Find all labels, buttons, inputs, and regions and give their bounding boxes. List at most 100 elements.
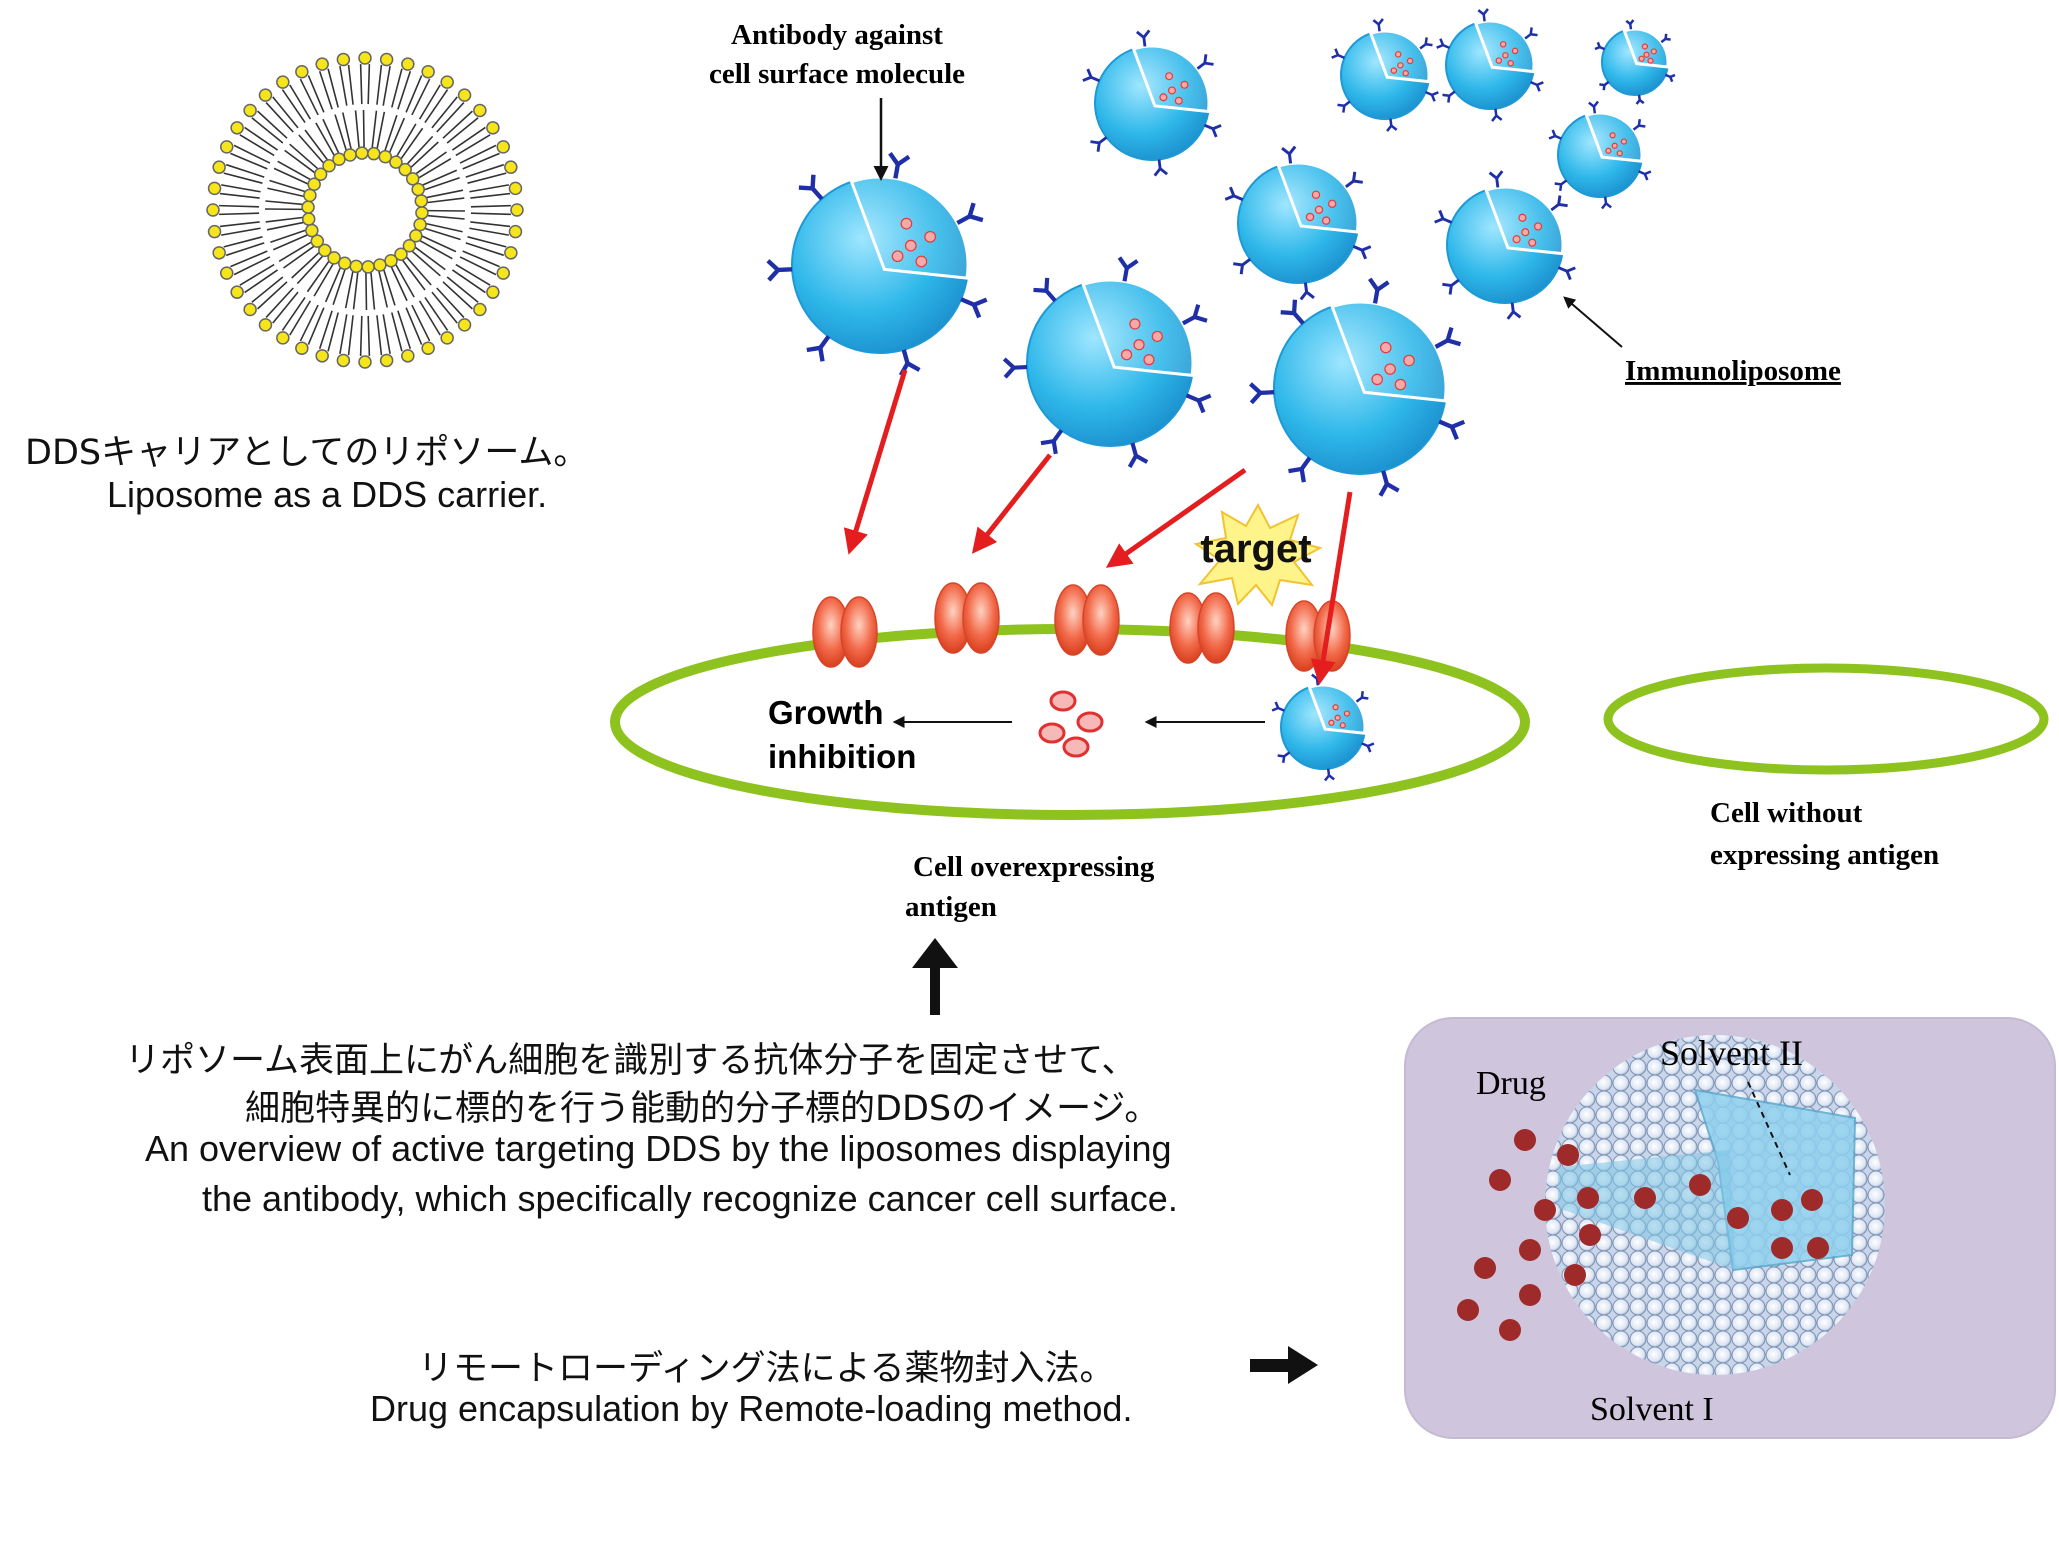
drug-dot (1771, 1237, 1793, 1259)
lipid-head (379, 52, 394, 67)
cell-without-antigen (1603, 663, 2049, 775)
antibody (1599, 80, 1610, 91)
antibody (1299, 282, 1315, 301)
immunoliposome-pointer (1563, 296, 1623, 348)
lipid-head (313, 167, 328, 181)
drug-dot (1564, 1264, 1586, 1286)
target-burst (1193, 502, 1323, 608)
antibody (1530, 80, 1544, 92)
growth-label: Growth (768, 694, 883, 731)
antibody (1153, 159, 1169, 177)
lipid-head (496, 266, 511, 280)
immunoliposome (1002, 256, 1212, 468)
antibody (1488, 170, 1504, 188)
drug-dot (1519, 1239, 1541, 1261)
lipid-head (243, 302, 257, 317)
lipid-head (315, 349, 329, 363)
lipid-head (415, 206, 429, 220)
lipid-head (322, 159, 336, 173)
antibody (1632, 118, 1646, 131)
antibody (1554, 179, 1568, 192)
lipid-head (219, 140, 234, 154)
drug-dot (1771, 1199, 1793, 1221)
lipid-head (343, 148, 357, 162)
antibody (1660, 33, 1671, 44)
antibody (1372, 18, 1384, 32)
lipid-head (421, 64, 435, 79)
lipid-head (405, 172, 420, 186)
cell-over-label: antigen (905, 891, 997, 923)
antibody (1324, 768, 1335, 782)
antibody (1249, 382, 1275, 405)
antibody (1040, 429, 1064, 455)
immunoliposome (1224, 145, 1372, 301)
lipid-head (332, 152, 346, 167)
antibody (1344, 171, 1363, 189)
drug-dot (1474, 1257, 1496, 1279)
lipid-head (457, 318, 472, 332)
lipid-head (310, 234, 325, 248)
lipid-head (336, 52, 351, 67)
antibody (1506, 302, 1522, 320)
targeting-caption-jp: 細胞特異的に標的を行う能動的分子標的DDSのイメージ。 (245, 1089, 1160, 1129)
antibody (1181, 304, 1208, 326)
antibody (1361, 742, 1375, 753)
lipid-head (486, 285, 500, 299)
lipid-head (473, 103, 487, 118)
antibody (1090, 136, 1108, 152)
lipid-head (206, 203, 220, 217)
antibody (1288, 456, 1312, 483)
solvent2-label: Solvent II (1660, 1033, 1803, 1073)
antibody (1550, 195, 1568, 212)
lipid-head (358, 51, 372, 65)
up-arrow (912, 938, 958, 1015)
lipid-head (389, 155, 403, 169)
binding-arrow (843, 369, 908, 555)
remote-loading-caption-jp: リモートローディング法による薬物封入法。 (418, 1349, 1115, 1389)
lipid-head (307, 177, 321, 191)
antibody (960, 297, 988, 319)
lipid-head (301, 200, 315, 214)
lipid-head (258, 88, 273, 102)
lipid-head (379, 353, 394, 368)
lipid-head (230, 121, 244, 135)
lipid-head (411, 182, 425, 197)
antibody (1635, 94, 1645, 105)
lipid-head (508, 181, 523, 196)
antibody (1386, 118, 1398, 132)
lipid-head (303, 188, 317, 203)
lipid-head (457, 88, 472, 102)
lipid-head (358, 355, 372, 369)
antibody (1524, 27, 1538, 40)
binding-arrows (843, 369, 1353, 685)
antibody (1233, 257, 1252, 275)
lipid-head (336, 353, 351, 368)
drug-dot (1514, 1129, 1536, 1151)
lipid-head (504, 160, 518, 174)
remote-loading-caption-en: Drug encapsulation by Remote-loading met… (370, 1388, 1133, 1429)
targeting-caption-en: the antibody, which specifically recogni… (202, 1178, 1178, 1219)
antibody (1355, 690, 1369, 703)
antibody (1224, 186, 1244, 202)
cell-without-label: Cell without (1710, 797, 1863, 829)
lipid-head (409, 229, 423, 243)
lipid-head (327, 251, 341, 265)
lipid-head (398, 162, 412, 177)
target-label: target (1200, 527, 1311, 571)
antibody (1588, 100, 1599, 114)
immunoliposome (1249, 277, 1466, 497)
antibody (798, 174, 824, 201)
antibody (1638, 170, 1652, 181)
drug-dot (1489, 1169, 1511, 1191)
lipid-head (421, 341, 435, 356)
lipid-head (212, 246, 226, 260)
lipid-head (510, 203, 524, 217)
lipid-head (367, 146, 381, 161)
antibody (1419, 37, 1433, 50)
drug-dot (1727, 1207, 1749, 1229)
immunoliposomes (766, 8, 1676, 782)
liposome-caption-jp: DDSキャリアとしてのリポソーム。 (25, 433, 589, 473)
antibody (1127, 442, 1149, 468)
antigen-receptors (812, 582, 1351, 672)
